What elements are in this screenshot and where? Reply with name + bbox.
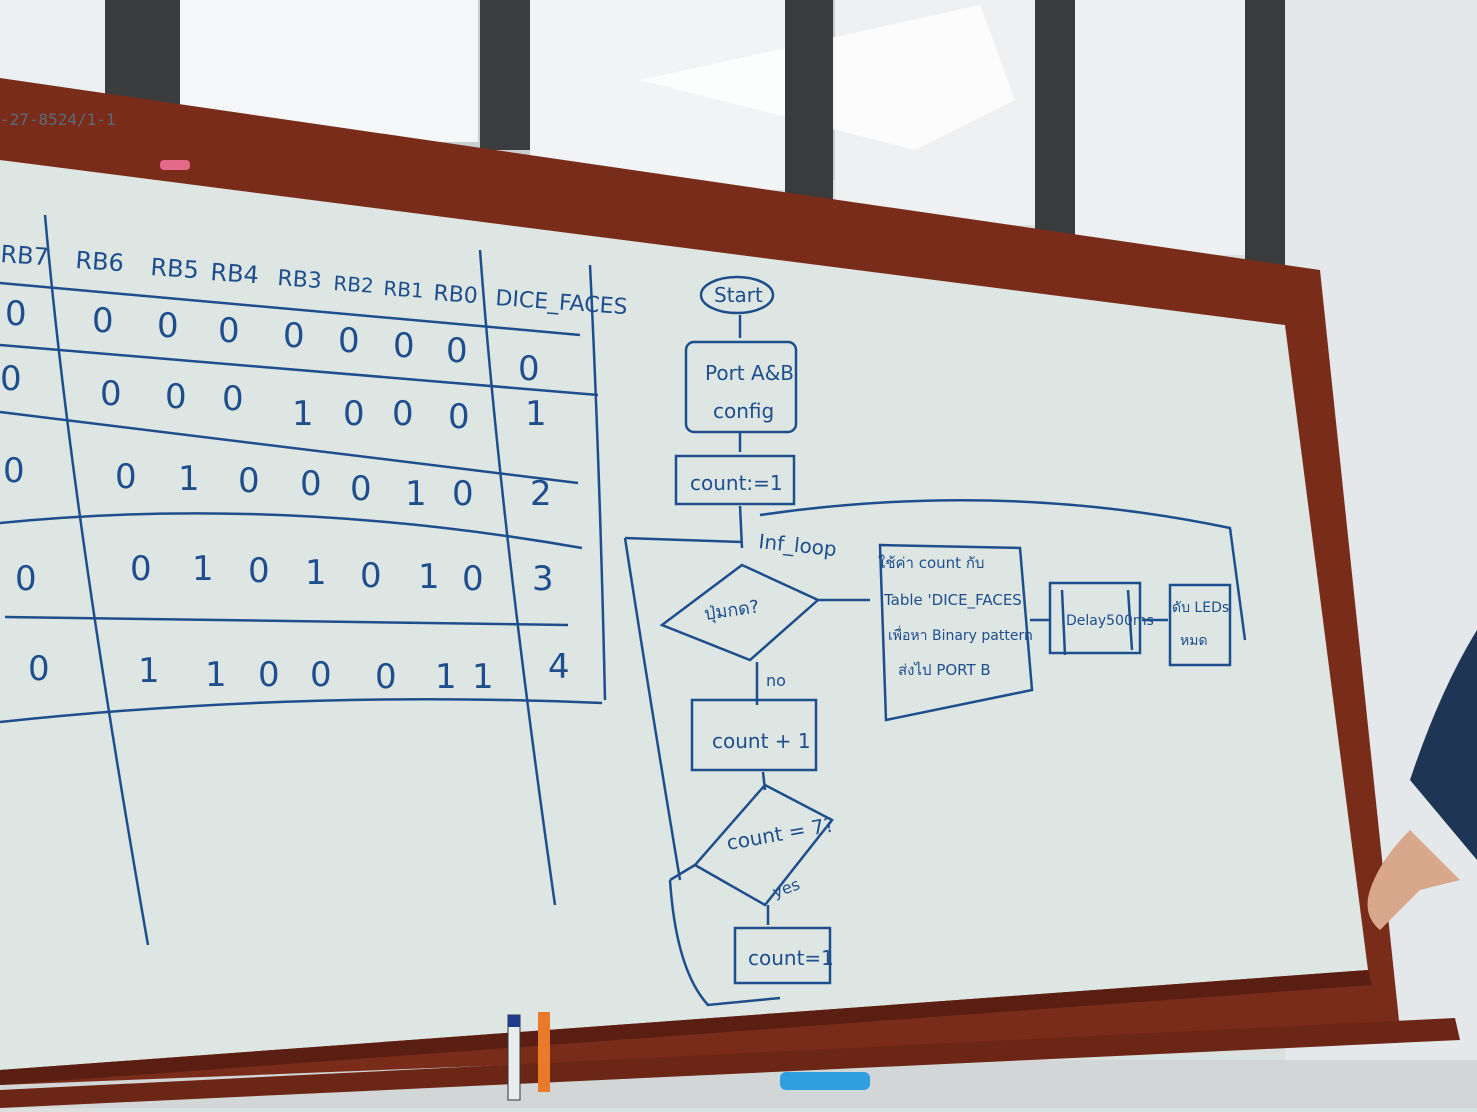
process-line-4: ส่งไป PORT B: [898, 661, 991, 679]
table-cell: 0: [28, 649, 50, 689]
process-line-3: เพื่อหา Binary pattern: [888, 626, 1033, 644]
table-cell: 0: [300, 464, 322, 504]
table-cell: 0: [393, 326, 415, 366]
pink-sticker: [160, 160, 190, 170]
table-cell: 0: [462, 559, 484, 599]
table-cell: 0: [518, 349, 540, 389]
config-label-2: config: [713, 399, 774, 423]
header-rb6: RB6: [75, 246, 125, 277]
table-cell: 0: [0, 359, 22, 399]
header-rb2: RB2: [333, 271, 375, 298]
table-cell: 0: [360, 556, 382, 596]
table-cell: 1: [472, 657, 494, 697]
table-cell: 0: [375, 657, 397, 697]
table-cell: 0: [115, 457, 137, 497]
table-cell: 0: [338, 321, 360, 361]
header-rb1: RB1: [383, 276, 425, 303]
increment-label: count + 1: [712, 729, 811, 753]
leds-label-1: ดับ LEDs: [1172, 600, 1229, 616]
table-cell: 0: [130, 549, 152, 589]
table-cell: 0: [238, 461, 260, 501]
presenter-person: [1367, 630, 1477, 930]
table-cell: 0: [5, 294, 27, 334]
table-cell: 1: [435, 657, 457, 697]
table-cell: 3: [532, 559, 554, 599]
table-cell: 0: [3, 451, 25, 491]
init-box: [674, 454, 796, 506]
table-cell: 1: [305, 553, 327, 593]
table-cell: 0: [157, 306, 179, 346]
table-cell: 0: [448, 397, 470, 437]
increment-box: [690, 698, 818, 772]
table-body: 0 0 0 0 0 0 0 0 0 0 0 0 0 1 0 0 0 1 0 0 …: [0, 294, 570, 697]
table-cell: 0: [310, 655, 332, 695]
table-cell: 0: [165, 377, 187, 417]
marker-tray: [0, 1018, 1460, 1108]
decision-button: [659, 563, 821, 662]
table-cell: 0: [446, 331, 468, 371]
table-cell: 0: [392, 394, 414, 434]
table-cell: 1: [418, 557, 440, 597]
leds-label-2: หมด: [1180, 633, 1208, 649]
leds-box: [1168, 583, 1232, 667]
marker-blue-icon: [507, 1014, 521, 1101]
table-cell: 0: [452, 474, 474, 514]
table-cell: 1: [292, 394, 314, 434]
header-rb5: RB5: [150, 253, 200, 284]
init-label: count:=1: [690, 471, 783, 495]
table-grid: [0, 214, 607, 946]
start-label: Start: [714, 283, 763, 307]
reset-label: count=1: [748, 946, 834, 970]
table-cell: 0: [248, 551, 270, 591]
table-cell: 0: [92, 301, 114, 341]
table-cell: 1: [178, 459, 200, 499]
table-cell: 0: [100, 374, 122, 414]
start-terminal: [699, 275, 775, 315]
process-line-1: ใช้ค่า count กับ: [878, 554, 984, 572]
board-surface: [0, 160, 1368, 1070]
marker-orange-icon: [538, 1012, 550, 1092]
table-cell: 0: [222, 379, 244, 419]
table-cell: 1: [192, 549, 214, 589]
flowchart-shapes: [623, 275, 1247, 1007]
no-label: no: [766, 671, 786, 690]
delay-label: Delay500ms: [1066, 613, 1154, 629]
table-cell: 2: [530, 474, 552, 514]
config-label-1: Port A&B: [705, 361, 794, 385]
delay-box: [1048, 581, 1142, 655]
table-cell: 1: [405, 474, 427, 514]
tray-items: [507, 1012, 870, 1101]
table-cell: 1: [138, 651, 160, 691]
reset-box: [733, 926, 832, 985]
window-row: [0, 0, 1285, 270]
table-cell: 0: [15, 559, 37, 599]
table-cell: 0: [350, 469, 372, 509]
header-rb4: RB4: [210, 258, 260, 289]
process-line-2: Table 'DICE_FACES': [883, 591, 1026, 610]
table-cell: 1: [525, 394, 547, 434]
header-rb7: RB7: [0, 240, 50, 271]
table-cell: 0: [343, 394, 365, 434]
room-label: -27-8524/1-1: [0, 110, 116, 129]
table-cell: 0: [218, 311, 240, 351]
header-rb0: RB0: [433, 281, 479, 309]
eraser-icon: [780, 1072, 870, 1090]
table-cell: 0: [258, 655, 280, 695]
table-cell: 0: [283, 316, 305, 356]
decision-count: [693, 783, 834, 907]
table-cell: 1: [205, 655, 227, 695]
table-cell: 4: [548, 647, 570, 687]
header-rb3: RB3: [277, 266, 323, 294]
process-box: [878, 543, 1034, 722]
